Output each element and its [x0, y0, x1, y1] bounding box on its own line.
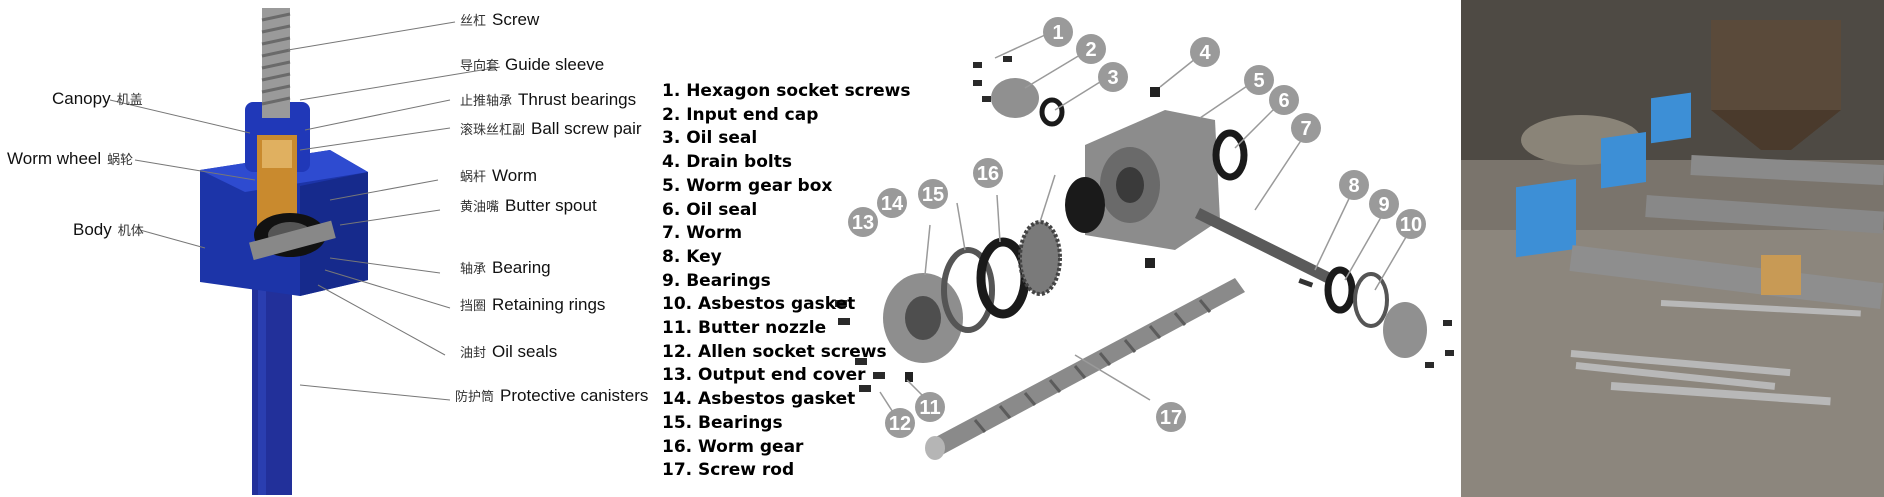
exploded-view-panel: 1 2 3 4 5 6 7 8 9 10 11 12 13 14 15 16 1…: [655, 0, 1461, 497]
svg-text:3: 3: [1107, 67, 1118, 89]
loose-rods: [1570, 300, 1861, 406]
screw-jack-units: [1516, 92, 1884, 310]
legend-item-8: 8. Key: [662, 246, 722, 267]
svg-text:13: 13: [852, 212, 874, 234]
legend-item-9: 9. Bearings: [662, 270, 771, 291]
parts-legend: 1. Hexagon socket screws 2. Input end ca…: [662, 80, 911, 483]
badge-13: 13: [848, 207, 878, 237]
brass-nut-shape: [1761, 255, 1801, 295]
badge-14: 14: [877, 188, 907, 218]
legend-item-14: 14. Asbestos gasket: [662, 389, 856, 410]
legend-item-16: 16. Worm gear: [662, 436, 804, 457]
badge-5: 5: [1244, 65, 1274, 95]
allen-socket-screws-part: [835, 300, 885, 392]
callout-leader-lines: [109, 21, 501, 401]
hexagon-socket-screws-part: [973, 56, 1454, 368]
butter-nozzle-part: [905, 372, 913, 382]
badge-6: 6: [1269, 85, 1299, 115]
badge-3: 3: [1098, 62, 1128, 92]
input-end-cap-part: [991, 78, 1039, 118]
part-number-badges: 1 2 3 4 5 6 7 8 9 10 11 12 13 14 15 16 1…: [848, 17, 1426, 438]
legend-item-12: 12. Allen socket screws: [662, 341, 887, 362]
svg-text:8: 8: [1348, 175, 1359, 197]
badge-11: 11: [915, 392, 945, 422]
oil-seal-part: [1212, 129, 1248, 181]
legend-item-6: 6. Oil seal: [662, 199, 758, 220]
svg-text:17: 17: [1160, 407, 1182, 429]
badge-9: 9: [1369, 189, 1399, 219]
asbestos-gasket-part: [941, 247, 995, 333]
legend-item-10: 10. Asbestos gasket: [662, 294, 856, 315]
svg-text:16: 16: [977, 163, 999, 185]
svg-text:12: 12: [889, 413, 911, 435]
svg-text:9: 9: [1378, 194, 1389, 216]
worm-part: [1195, 208, 1335, 285]
end-cap-part: [1383, 302, 1427, 358]
svg-text:15: 15: [922, 184, 944, 206]
hopper-shape: [1711, 20, 1841, 110]
svg-text:10: 10: [1400, 214, 1422, 236]
badge-2: 2: [1076, 34, 1106, 64]
badge-16: 16: [973, 158, 1003, 188]
exploded-view-illustration: 1 2 3 4 5 6 7 8 9 10 11 12 13 14 15 16 1…: [835, 17, 1454, 460]
badge-7: 7: [1291, 113, 1321, 143]
legend-item-15: 15. Bearings: [662, 412, 783, 433]
svg-text:11: 11: [919, 397, 940, 419]
legend-item-4: 4. Drain bolts: [662, 152, 792, 173]
legend-item-13: 13. Output end cover: [662, 365, 866, 386]
legend-item-17: 17. Screw rod: [662, 460, 795, 481]
svg-text:5: 5: [1253, 70, 1264, 92]
asbestos-gasket-10-part: [1353, 272, 1389, 328]
badge-4: 4: [1190, 37, 1220, 67]
badge-10: 10: [1396, 209, 1426, 239]
svg-text:14: 14: [881, 193, 904, 215]
legend-item-2: 2. Input end cap: [662, 104, 819, 125]
key-part: [1298, 278, 1314, 288]
worm-gear-box-part: [1065, 110, 1220, 250]
oil-seal-3-part: [1039, 97, 1065, 127]
badge-1: 1: [1043, 17, 1073, 47]
legend-item-3: 3. Oil seal: [662, 128, 758, 149]
bearing-part: [976, 237, 1030, 319]
badge-12: 12: [885, 408, 915, 438]
worm-shaft-shape: [249, 220, 336, 261]
svg-text:6: 6: [1278, 90, 1289, 112]
svg-text:4: 4: [1199, 42, 1211, 64]
workshop-photo: [1461, 0, 1884, 497]
badge-17: 17: [1156, 402, 1186, 432]
legend-item-11: 11. Butter nozzle: [662, 318, 827, 339]
badge-8: 8: [1339, 170, 1369, 200]
badge-15: 15: [918, 179, 948, 209]
bearing-9-part: [1324, 266, 1356, 314]
drain-bolt-part: [1145, 258, 1155, 268]
legend-item-5: 5. Worm gear box: [662, 175, 833, 196]
svg-text:2: 2: [1085, 39, 1096, 61]
worm-gear-part: [1018, 220, 1062, 296]
legend-item-7: 7. Worm: [662, 223, 743, 244]
drain-bolt-top-part: [1150, 87, 1160, 97]
screw-rod-part: [925, 278, 1245, 460]
svg-text:1: 1: [1052, 22, 1063, 44]
svg-text:7: 7: [1300, 118, 1311, 140]
legend-item-1: 1. Hexagon socket screws: [662, 81, 911, 101]
workshop-photo-panel: [1461, 0, 1884, 497]
screw-jack-illustration: [109, 8, 501, 495]
